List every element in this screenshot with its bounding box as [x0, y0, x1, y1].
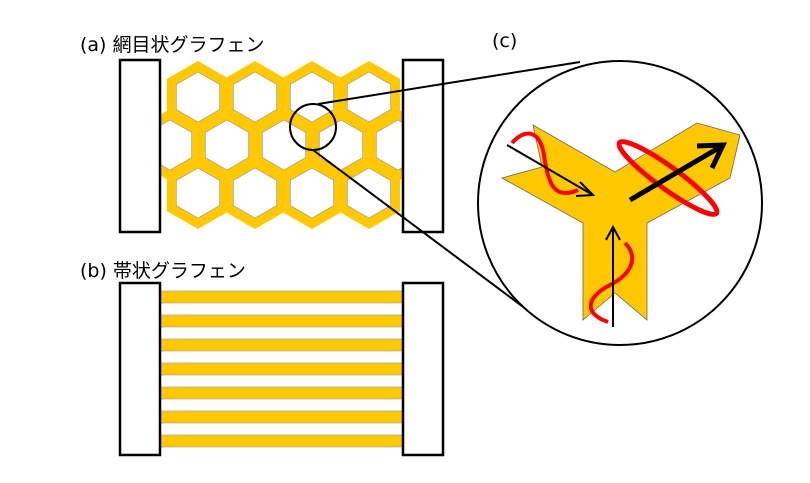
ribbon-strip	[157, 338, 406, 352]
mesh-hole	[232, 167, 278, 219]
wave-right-loop	[616, 139, 720, 217]
ribbon-strip	[157, 386, 406, 400]
wave-left	[510, 131, 579, 196]
left-electrode-a	[118, 58, 162, 234]
ribbon-strip	[157, 362, 406, 376]
mesh-hole	[232, 71, 278, 123]
arrow-left	[506, 144, 596, 197]
zoomed-junction	[477, 60, 763, 346]
arrow-right	[628, 142, 728, 203]
ribbon-strip	[157, 290, 406, 304]
mesh-hole	[261, 119, 307, 171]
wave-bottom	[588, 241, 635, 324]
arrow-bottom	[605, 224, 621, 327]
mesh-hole	[346, 71, 392, 123]
label-ribbon-graphene: (b) 帯状グラフェン	[80, 260, 246, 282]
left-electrode-b	[118, 281, 162, 457]
label-mesh-graphene: (a) 網目状グラフェン	[80, 34, 265, 56]
mesh-hole	[375, 119, 403, 171]
ribbon-graphene	[157, 290, 406, 448]
label-c: (c)	[492, 30, 518, 52]
right-electrode-b	[401, 281, 445, 457]
mesh-graphene	[160, 61, 403, 229]
ribbon-strip	[157, 410, 406, 424]
mesh-hole	[289, 71, 335, 123]
mesh-hole	[204, 119, 250, 171]
mesh-hole	[160, 119, 193, 171]
ribbon-strip	[157, 314, 406, 328]
ribbon-strip	[157, 434, 406, 448]
zoom-line-bottom	[312, 149, 531, 313]
mesh-hole	[175, 167, 221, 219]
mesh-hole	[175, 71, 221, 123]
zoom-line-top	[317, 61, 581, 105]
mesh-hole	[289, 167, 335, 219]
